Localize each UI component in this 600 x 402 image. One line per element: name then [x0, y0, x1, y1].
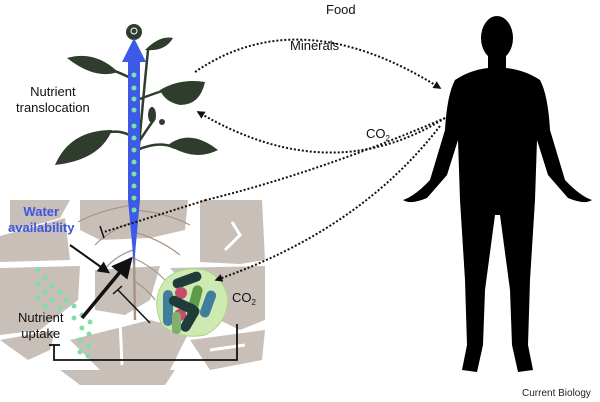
nutrient-translocation-label: Nutrient translocation — [16, 84, 90, 116]
microbe-cluster-icon — [156, 268, 229, 337]
nutrient-uptake-line2: uptake — [21, 326, 61, 341]
nutrient-translocation-line1: Nutrient — [30, 84, 76, 99]
nutrient-dots-stem — [131, 72, 137, 213]
water-line2: availability — [8, 220, 75, 235]
plant-icon — [55, 24, 218, 265]
human-silhouette-icon — [403, 16, 592, 372]
nutrient-uptake-line1: Nutrient — [18, 310, 64, 325]
nutrient-dots-soil — [35, 267, 93, 359]
co2-air-label: CO2 — [366, 126, 390, 147]
water-line1: Water — [23, 204, 60, 219]
co2-soil-sub: 2 — [251, 298, 256, 307]
minerals-label: Minerals — [290, 38, 340, 53]
co2-soil-label: CO2 — [232, 290, 256, 311]
co2-air-base: CO — [366, 126, 386, 141]
food-label: Food — [326, 2, 356, 17]
co2-air-sub: 2 — [385, 134, 390, 143]
nutrient-uptake-label: Nutrient uptake — [18, 310, 64, 342]
credit-label: Current Biology — [522, 388, 591, 399]
co2-soil-base: CO — [232, 290, 252, 305]
water-availability-label: Water availability — [8, 204, 74, 236]
nutrient-translocation-line2: translocation — [16, 100, 90, 115]
soil-aggregate-icon — [0, 200, 265, 385]
